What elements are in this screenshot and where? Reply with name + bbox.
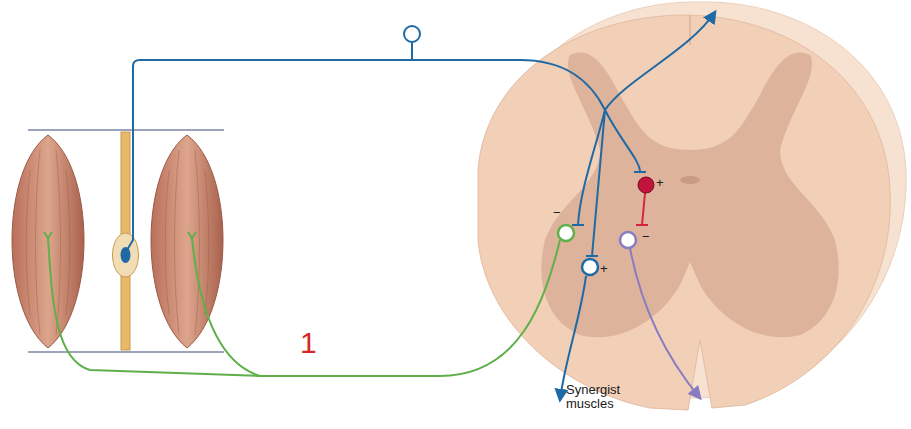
gamma-efferent <box>44 232 560 376</box>
interneuron <box>636 177 654 225</box>
motor-neuron <box>582 259 598 275</box>
sign-label: + <box>600 262 608 276</box>
sign-label: + <box>656 176 664 190</box>
target-label: Synergist muscles <box>566 383 630 412</box>
ganglion <box>404 26 420 42</box>
antagonist-neuron <box>620 232 700 398</box>
sign-label: − <box>553 206 561 220</box>
gamma-neuron <box>558 225 574 241</box>
muscle-spindle <box>113 132 139 350</box>
afferent-fiber <box>127 12 715 400</box>
spinal-cord <box>478 2 906 410</box>
callout-number: 1 <box>300 326 317 359</box>
sign-label: − <box>642 230 650 244</box>
